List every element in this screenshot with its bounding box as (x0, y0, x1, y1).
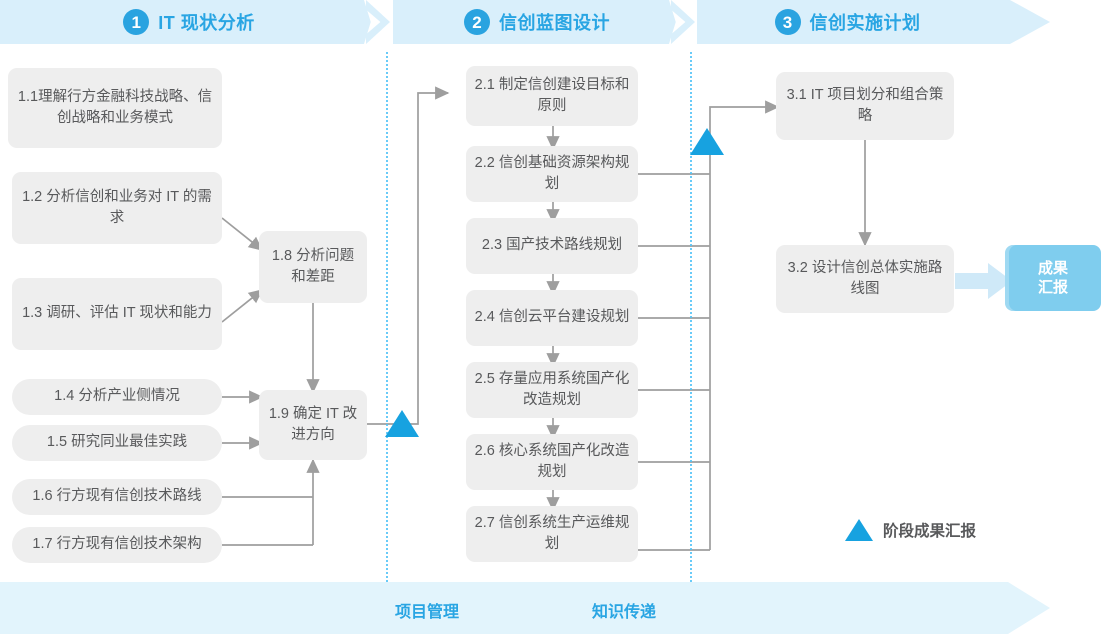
phase-banner-1: 1 IT 现状分析 (0, 0, 390, 44)
task-box-1-1[interactable]: 1.1理解行方金融科技战略、信创战略和业务模式 (8, 68, 222, 148)
legend: 阶段成果汇报 (845, 519, 976, 541)
task-box-1-7[interactable]: 1.7 行方现有信创技术架构 (12, 527, 222, 563)
task-box-2-4[interactable]: 2.4 信创云平台建设规划 (466, 290, 638, 346)
task-box-1-9[interactable]: 1.9 确定 IT 改进方向 (259, 390, 367, 460)
phase-divider-2 (690, 52, 692, 582)
result-arrow (955, 263, 1012, 299)
task-box-1-3[interactable]: 1.3 调研、评估 IT 现状和能力 (12, 278, 222, 350)
task-box-1-5[interactable]: 1.5 研究同业最佳实践 (12, 425, 222, 461)
result-report-box[interactable]: 成果 汇报 (1005, 245, 1101, 311)
legend-label: 阶段成果汇报 (883, 523, 977, 540)
phase-number-2: 2 (464, 9, 490, 35)
task-box-2-2[interactable]: 2.2 信创基础资源架构规划 (466, 146, 638, 202)
task-box-2-3[interactable]: 2.3 国产技术路线规划 (466, 218, 638, 274)
bottom-label-project-management: 项目管理 (395, 604, 460, 621)
task-box-2-1[interactable]: 2.1 制定信创建设目标和原则 (466, 66, 638, 126)
phase-label-1: IT 现状分析 (158, 13, 255, 33)
milestone-triangle-icon (845, 519, 873, 541)
task-box-2-6[interactable]: 2.6 核心系统国产化改造规划 (466, 434, 638, 490)
phase-number-1: 1 (123, 9, 150, 35)
milestone-triangle-phase1 (385, 410, 419, 437)
task-box-3-2[interactable]: 3.2 设计信创总体实施路线图 (776, 245, 954, 313)
task-box-1-2[interactable]: 1.2 分析信创和业务对 IT 的需求 (12, 172, 222, 244)
bottom-swimlane-bar (0, 582, 1050, 634)
task-box-1-6[interactable]: 1.6 行方现有信创技术路线 (12, 479, 222, 515)
phase-divider-1 (386, 52, 388, 582)
bottom-label-knowledge-transfer: 知识传递 (592, 604, 657, 621)
milestone-triangle-phase2 (690, 128, 724, 155)
task-box-1-8[interactable]: 1.8 分析问题和差距 (259, 231, 367, 303)
task-box-1-4[interactable]: 1.4 分析产业侧情况 (12, 379, 222, 415)
phase-label-3: 信创实施计划 (809, 13, 921, 33)
task-box-2-5[interactable]: 2.5 存量应用系统国产化改造规划 (466, 362, 638, 418)
task-box-2-7[interactable]: 2.7 信创系统生产运维规划 (466, 506, 638, 562)
phase-number-3: 3 (775, 9, 801, 35)
phase-banner-2: 2 信创蓝图设计 (393, 0, 693, 44)
phase-label-2: 信创蓝图设计 (499, 13, 610, 33)
task-box-3-1[interactable]: 3.1 IT 项目划分和组合策略 (776, 72, 954, 140)
phase-banner-3: 3 信创实施计划 (697, 0, 1050, 44)
